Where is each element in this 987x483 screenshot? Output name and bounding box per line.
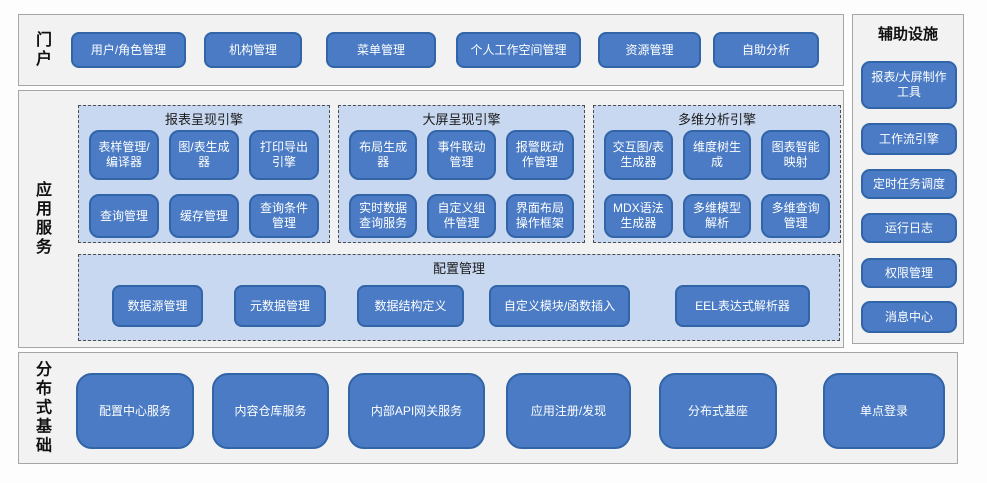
- button-eel-expression-parser[interactable]: EEL表达式解析器: [675, 285, 810, 327]
- auxiliary-section-label: 辅助设施: [877, 26, 938, 43]
- panel-olap-analysis-engine: 多维分析引擎 交互图/表生成器 维度树生成 图表智能映射 MDX语法生成器 多维…: [593, 105, 841, 243]
- button-ui-layout-operation-framework[interactable]: 界面布局操作框架: [505, 194, 574, 238]
- panel-config-management: 配置管理 数据源管理 元数据管理 数据结构定义 自定义模块/函数插入 EEL表达…: [78, 254, 840, 341]
- button-content-repository-service[interactable]: 内容仓库服务: [212, 373, 329, 449]
- button-org-management[interactable]: 机构管理: [204, 32, 302, 68]
- button-menu-management[interactable]: 菜单管理: [326, 32, 436, 68]
- button-chart-table-generator[interactable]: 图/表生成器: [169, 130, 239, 180]
- button-cache-management[interactable]: 缓存管理: [169, 194, 239, 238]
- button-single-sign-on[interactable]: 单点登录: [823, 373, 945, 449]
- button-query-condition-management[interactable]: 查询条件管理: [249, 194, 319, 238]
- engine-grid: 交互图/表生成器 维度树生成 图表智能映射 MDX语法生成器 多维模型解析 多维…: [594, 130, 840, 238]
- button-layout-generator[interactable]: 布局生成器: [349, 130, 418, 180]
- button-resource-management[interactable]: 资源管理: [598, 32, 701, 68]
- button-custom-module-function-insert[interactable]: 自定义模块/函数插入: [489, 285, 630, 327]
- button-multidim-model-parsing[interactable]: 多维模型解析: [682, 194, 752, 238]
- button-report-bigscreen-authoring-tool[interactable]: 报表/大屏制作工具: [861, 61, 957, 109]
- button-event-linkage-management[interactable]: 事件联动管理: [427, 130, 496, 180]
- button-message-center[interactable]: 消息中心: [861, 301, 957, 333]
- button-multidim-query-management[interactable]: 多维查询管理: [761, 194, 830, 238]
- panel-bigscreen-rendering-engine: 大屏呈现引擎 布局生成器 事件联动管理 报警既动作管理 实时数据查询服务 自定义…: [338, 105, 585, 243]
- button-user-role-management[interactable]: 用户/角色管理: [71, 32, 186, 68]
- panel-report-rendering-engine: 报表呈现引擎 表样管理/编译器 图/表生成器 打印导出引擎 查询管理 缓存管理 …: [78, 105, 330, 243]
- button-alarm-action-management[interactable]: 报警既动作管理: [505, 130, 574, 180]
- section-app-services: 应用服务 报表呈现引擎 表样管理/编译器 图/表生成器 打印导出引擎 查询管理 …: [18, 90, 844, 348]
- button-internal-api-gateway-service[interactable]: 内部API网关服务: [348, 373, 485, 449]
- engine-grid: 表样管理/编译器 图/表生成器 打印导出引擎 查询管理 缓存管理 查询条件管理: [79, 130, 329, 238]
- distributed-section-label: 分布式基础: [33, 360, 50, 456]
- button-app-registration-discovery[interactable]: 应用注册/发现: [506, 373, 631, 449]
- button-workflow-engine[interactable]: 工作流引擎: [861, 123, 957, 155]
- button-self-service-analysis[interactable]: 自助分析: [713, 32, 819, 68]
- button-print-export-engine[interactable]: 打印导出引擎: [249, 130, 319, 180]
- panel-title: 多维分析引擎: [677, 111, 756, 127]
- section-distributed-foundation: 分布式基础 配置中心服务 内容仓库服务 内部API网关服务 应用注册/发现 分布…: [18, 352, 958, 464]
- button-data-structure-definition[interactable]: 数据结构定义: [357, 285, 464, 327]
- portal-section-label: 门户: [33, 31, 50, 69]
- panel-title: 大屏呈现引擎: [422, 111, 501, 127]
- button-mdx-syntax-generator[interactable]: MDX语法生成器: [604, 194, 673, 238]
- button-report-style-compiler[interactable]: 表样管理/编译器: [89, 130, 159, 180]
- section-auxiliary-facilities: 辅助设施 报表/大屏制作工具 工作流引擎 定时任务调度 运行日志 权限管理 消息…: [852, 14, 964, 344]
- button-custom-component-management[interactable]: 自定义组件管理: [427, 194, 496, 238]
- button-datasource-management[interactable]: 数据源管理: [112, 285, 203, 327]
- button-run-log[interactable]: 运行日志: [861, 213, 957, 243]
- button-personal-workspace-management[interactable]: 个人工作空间管理: [456, 32, 581, 68]
- app-services-section-label: 应用服务: [33, 181, 50, 257]
- button-dimension-tree-generation[interactable]: 维度树生成: [682, 130, 752, 180]
- panel-title: 配置管理: [432, 260, 485, 276]
- panel-title: 报表呈现引擎: [164, 111, 243, 127]
- engine-grid: 布局生成器 事件联动管理 报警既动作管理 实时数据查询服务 自定义组件管理 界面…: [339, 130, 584, 238]
- button-metadata-management[interactable]: 元数据管理: [234, 285, 326, 327]
- button-permission-management[interactable]: 权限管理: [861, 258, 957, 288]
- button-scheduled-task-dispatch[interactable]: 定时任务调度: [861, 169, 957, 199]
- button-distributed-base[interactable]: 分布式基座: [659, 373, 777, 449]
- section-portal: 门户 用户/角色管理 机构管理 菜单管理 个人工作空间管理 资源管理 自助分析: [18, 14, 844, 86]
- button-realtime-data-query-service[interactable]: 实时数据查询服务: [349, 194, 418, 238]
- button-query-management[interactable]: 查询管理: [89, 194, 159, 238]
- button-config-center-service[interactable]: 配置中心服务: [76, 373, 194, 449]
- button-interactive-chart-generator[interactable]: 交互图/表生成器: [604, 130, 673, 180]
- button-chart-smart-mapping[interactable]: 图表智能映射: [761, 130, 830, 180]
